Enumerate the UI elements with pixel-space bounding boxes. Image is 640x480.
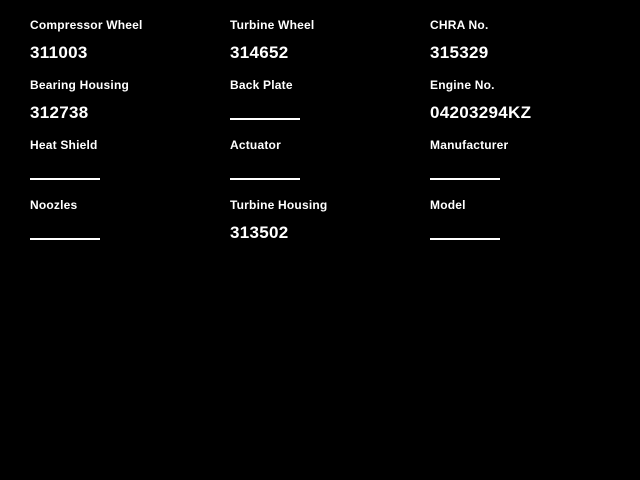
field-label: Noozles <box>30 198 78 212</box>
field-cell-compressor-wheel: Compressor Wheel 311003 <box>30 18 230 78</box>
field-label: Engine No. <box>430 78 495 92</box>
field-value-area <box>30 158 230 184</box>
field-value-area: 315329 <box>430 38 630 64</box>
field-label: Actuator <box>230 138 281 152</box>
field-value-area <box>30 218 230 244</box>
field-value-area <box>430 218 630 244</box>
field-value: 312738 <box>30 103 89 122</box>
empty-value-line <box>30 178 100 180</box>
field-label: Bearing Housing <box>30 78 130 92</box>
field-cell-actuator: Actuator <box>230 138 430 198</box>
field-label: CHRA No. <box>430 18 489 32</box>
field-label: Model <box>430 198 466 212</box>
field-value: 04203294KZ <box>430 103 532 122</box>
field-label: Turbine Housing <box>230 198 328 212</box>
field-cell-heat-shield: Heat Shield <box>30 138 230 198</box>
field-cell-turbine-wheel: Turbine Wheel 314652 <box>230 18 430 78</box>
empty-value-line <box>430 238 500 240</box>
field-cell-back-plate: Back Plate <box>230 78 430 138</box>
field-value-area <box>230 158 430 184</box>
field-value: 314652 <box>230 43 289 62</box>
field-value-area: 04203294KZ <box>430 98 630 124</box>
field-value-area: 312738 <box>30 98 230 124</box>
field-value-area: 311003 <box>30 38 230 64</box>
empty-value-line <box>230 178 300 180</box>
field-value: 313502 <box>230 223 289 242</box>
field-label: Turbine Wheel <box>230 18 315 32</box>
field-cell-manufacturer: Manufacturer <box>430 138 630 198</box>
field-label: Manufacturer <box>430 138 509 152</box>
field-value-area: 313502 <box>230 218 430 244</box>
field-value: 315329 <box>430 43 489 62</box>
field-label: Compressor Wheel <box>30 18 143 32</box>
field-value-area <box>430 158 630 184</box>
field-cell-noozles: Noozles <box>30 198 230 258</box>
field-cell-chra-no: CHRA No. 315329 <box>430 18 630 78</box>
field-label: Heat Shield <box>30 138 98 152</box>
field-label: Back Plate <box>230 78 293 92</box>
field-value: 311003 <box>30 43 88 62</box>
empty-value-line <box>430 178 500 180</box>
field-cell-turbine-housing: Turbine Housing 313502 <box>230 198 430 258</box>
empty-value-line <box>230 118 300 120</box>
field-cell-model: Model <box>430 198 630 258</box>
field-cell-bearing-housing: Bearing Housing 312738 <box>30 78 230 138</box>
field-value-area: 314652 <box>230 38 430 64</box>
field-value-area <box>230 98 430 124</box>
fields-grid: Compressor Wheel 311003 Turbine Wheel 31… <box>30 18 630 258</box>
field-cell-engine-no: Engine No. 04203294KZ <box>430 78 630 138</box>
empty-value-line <box>30 238 100 240</box>
